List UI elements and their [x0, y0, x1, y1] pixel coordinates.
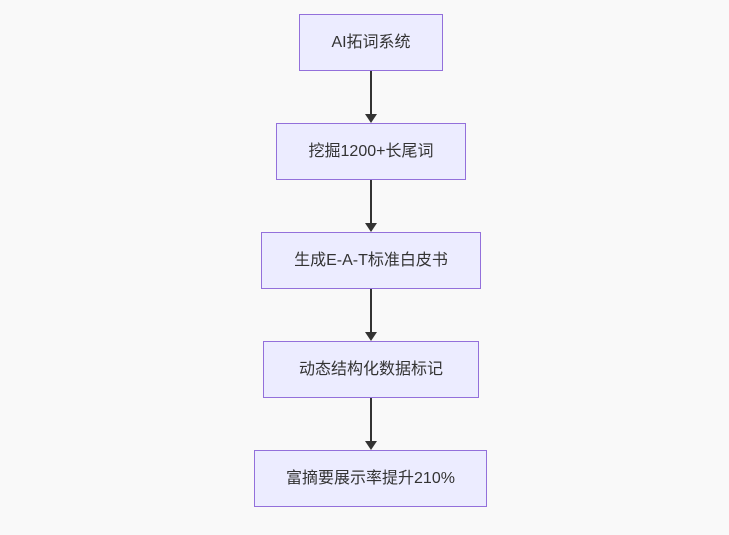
node-label: 富摘要展示率提升210% — [286, 469, 455, 487]
arrow-line — [370, 71, 372, 114]
arrow-line — [370, 398, 372, 441]
flow-node-eat-whitepaper: 生成E-A-T标准白皮书 — [261, 232, 481, 289]
node-label: AI拓词系统 — [331, 33, 411, 51]
arrow-head-icon — [365, 223, 377, 232]
flow-arrow-2 — [365, 180, 377, 232]
node-label: 生成E-A-T标准白皮书 — [294, 251, 448, 269]
flow-arrow-1 — [365, 71, 377, 123]
arrow-head-icon — [365, 332, 377, 341]
arrow-line — [370, 289, 372, 332]
node-label: 挖掘1200+长尾词 — [308, 142, 434, 160]
flow-arrow-4 — [365, 398, 377, 450]
arrow-line — [370, 180, 372, 223]
arrow-head-icon — [365, 441, 377, 450]
flow-node-longtail-mining: 挖掘1200+长尾词 — [276, 123, 466, 180]
arrow-head-icon — [365, 114, 377, 123]
flow-arrow-3 — [365, 289, 377, 341]
flow-node-structured-data: 动态结构化数据标记 — [263, 341, 479, 398]
flow-node-rich-snippet-result: 富摘要展示率提升210% — [254, 450, 487, 507]
flow-node-ai-word-system: AI拓词系统 — [299, 14, 443, 71]
node-label: 动态结构化数据标记 — [298, 360, 443, 378]
